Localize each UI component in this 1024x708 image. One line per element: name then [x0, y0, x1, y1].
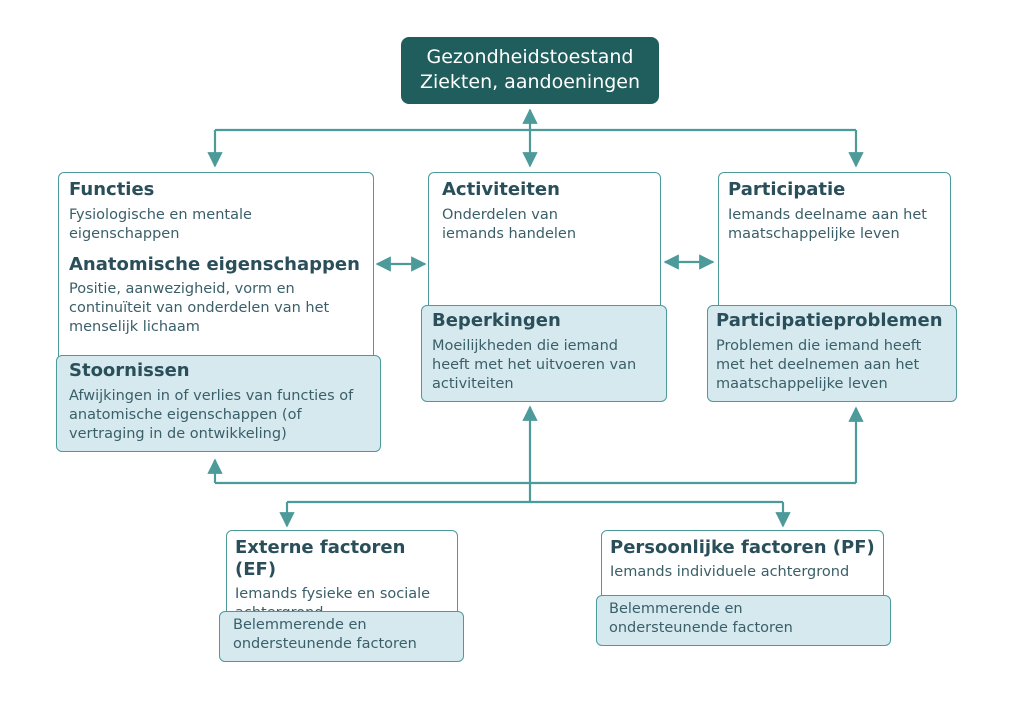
participatieproblemen-box: Participatieproblemen Problemen die iema… — [707, 305, 957, 402]
functies-box: Functies Fysiologische en mentale eigens… — [58, 172, 374, 368]
beperkingen-title: Beperkingen — [432, 310, 561, 331]
top-line-1: Gezondheidstoestand — [426, 46, 634, 68]
functies-title: Functies — [69, 179, 155, 200]
activiteiten-box: Activiteiten Onderdelen van iemands hand… — [428, 172, 661, 317]
anatomische-text: Positie, aanwezigheid, vorm en continuït… — [69, 281, 330, 335]
participatieproblemen-text: Problemen die iemand heeft met het deeln… — [716, 338, 922, 392]
stoornissen-text: Afwijkingen in of verlies van functies o… — [69, 388, 354, 442]
ef-title: Externe factoren (EF) — [235, 537, 406, 580]
top-line-2: Ziekten, aandoeningen — [419, 71, 641, 93]
ef-factors-text: Belemmerende en ondersteunende factoren — [233, 617, 417, 652]
participatie-title: Participatie — [728, 179, 846, 200]
pf-factors-text: Belemmerende en ondersteunende factoren — [609, 601, 793, 636]
pf-factors-box: Belemmerende en ondersteunende factoren — [596, 595, 891, 646]
participatie-box: Participatie Iemands deelname aan het ma… — [718, 172, 951, 317]
externe-factoren-box: Externe factoren (EF) Iemands fysieke en… — [226, 530, 458, 625]
functies-text: Fysiologische en mentale eigenschappen — [69, 207, 252, 242]
activiteiten-title: Activiteiten — [442, 179, 560, 200]
participatieproblemen-title: Participatieproblemen — [716, 310, 943, 331]
pf-text: Iemands individuele achtergrond — [610, 564, 850, 580]
ef-factors-box: Belemmerende en ondersteunende factoren — [219, 611, 464, 662]
stoornissen-title: Stoornissen — [69, 360, 190, 381]
participatie-text: Iemands deelname aan het maatschappelijk… — [728, 207, 927, 242]
pf-title: Persoonlijke factoren (PF) — [610, 537, 875, 558]
beperkingen-text: Moeilijkheden die iemand heeft met het u… — [432, 338, 637, 392]
stoornissen-box: Stoornissen Afwijkingen in of verlies va… — [56, 355, 381, 452]
gezondheidstoestand-box: Gezondheidstoestand Ziekten, aandoeninge… — [401, 37, 659, 104]
beperkingen-box: Beperkingen Moeilijkheden die iemand hee… — [421, 305, 667, 402]
activiteiten-text: Onderdelen van iemands handelen — [442, 207, 577, 242]
anatomische-title: Anatomische eigenschappen — [69, 254, 360, 275]
